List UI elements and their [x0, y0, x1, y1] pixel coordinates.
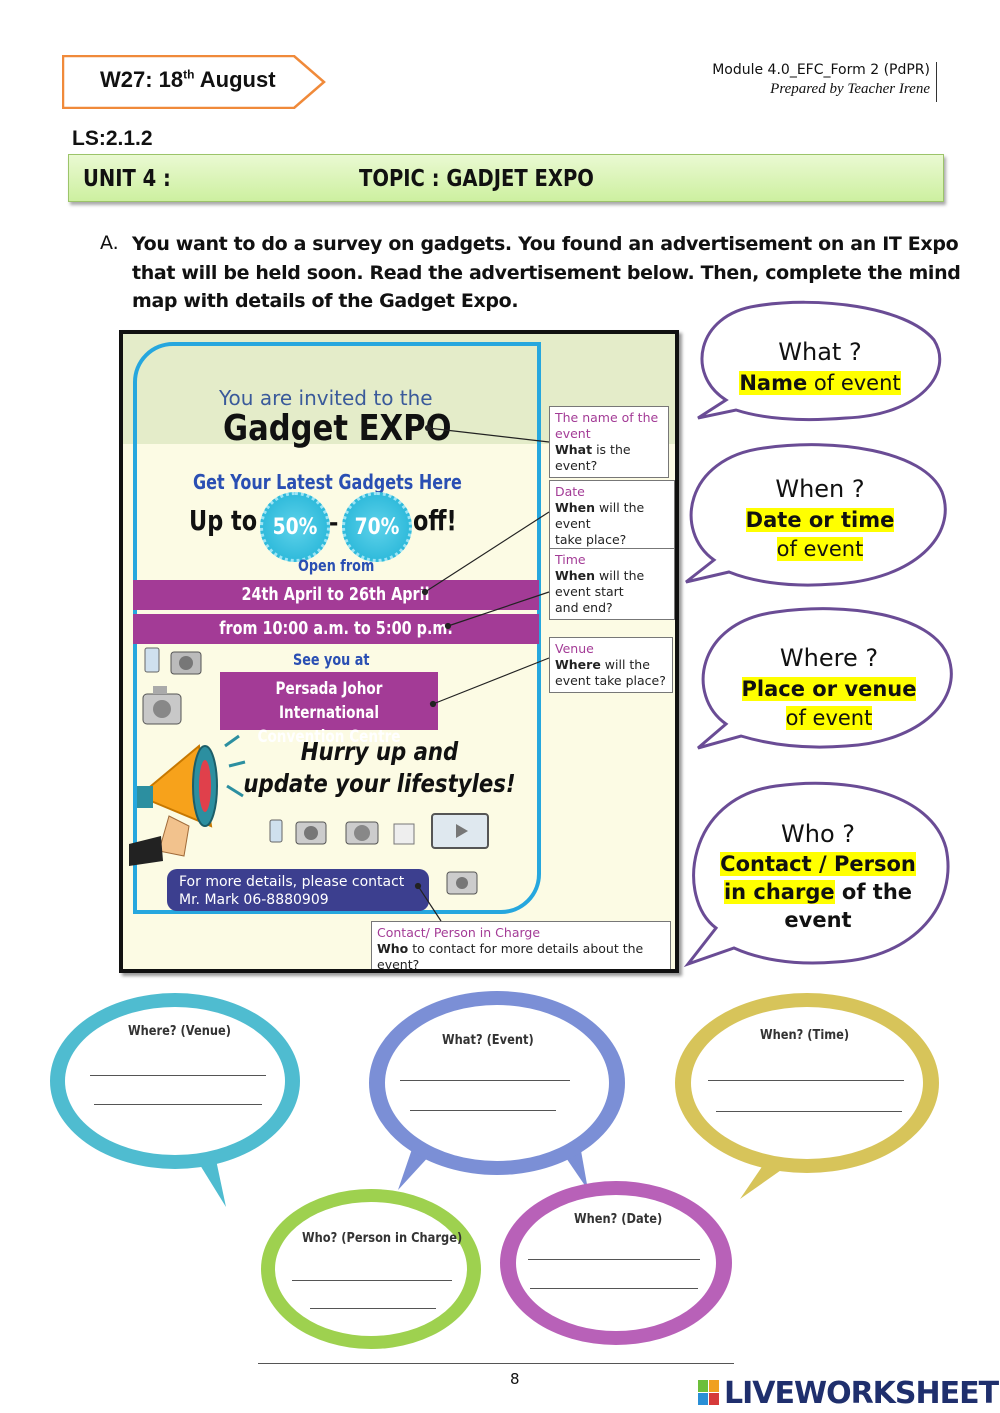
instruction-text: You want to do a survey on gadgets. You … — [132, 233, 961, 312]
bubble-who: Who ? Contact / Person in charge of the … — [720, 820, 916, 932]
poster-open-from: Open from — [298, 556, 375, 575]
poster-see-you: See you at — [293, 650, 370, 669]
bubble-where: Where ? Place or venue of event — [741, 644, 917, 730]
module-info: Module 4.0_EFC_Form 2 (PdPR) Prepared by… — [712, 62, 930, 98]
label-event-name: The name of the event What is the event? — [549, 406, 669, 478]
discount-burst-50: 50% — [260, 492, 330, 562]
poster-invited: You are invited to the — [219, 386, 433, 410]
mindmap-when-time-label: When? (Time) — [760, 1028, 850, 1043]
poster-venue-box: Persada Johor International Convention C… — [220, 672, 438, 747]
mindmap-where-ring — [50, 993, 300, 1207]
poster-title: Gadget EXPO — [223, 408, 452, 449]
mindmap-what-line-2 — [410, 1110, 556, 1111]
megaphone-icon — [129, 734, 246, 866]
bubble-when: When ? Date or time of event — [745, 475, 895, 561]
liveworksheets-brand[interactable]: LIVEWORKSHEETS — [724, 1376, 1000, 1411]
module-name: Module 4.0_EFC_Form 2 (PdPR) — [712, 62, 930, 78]
poster-tagline: Get Your Latest Gadgets Here — [193, 470, 462, 494]
week-badge: W27: 18th August — [62, 55, 326, 109]
mindmap-what-label: What? (Event) — [442, 1033, 534, 1048]
mindmap-when-date-ring — [500, 1181, 732, 1345]
mindmap-when-time-line-2 — [716, 1111, 902, 1112]
mindmap-what-line-1 — [400, 1080, 570, 1081]
gadget-icons-row — [269, 813, 489, 849]
mindmap-when-date-line-1 — [528, 1259, 700, 1260]
liveworksheets-logo-icon — [698, 1380, 719, 1405]
mind-map-shapes — [50, 991, 939, 1349]
topic-label: TOPIC : GADJET EXPO — [359, 166, 594, 192]
poster-date-band: 24th April to 26th April — [133, 580, 539, 610]
poster-contact-box: For more details, please contact Mr. Mar… — [167, 869, 429, 911]
mindmap-who-label: Who? (Person in Charge) — [302, 1231, 463, 1246]
instruction-letter: A. — [100, 232, 119, 254]
poster-off: off! — [413, 504, 457, 537]
poster-up-to: Up to — [189, 504, 258, 537]
unit-label: UNIT 4 : — [83, 166, 171, 192]
week-label: W27: 18th August — [100, 67, 276, 92]
module-divider — [936, 62, 937, 102]
mindmap-when-time-ring — [675, 993, 939, 1199]
learning-standard: LS:2.1.2 — [72, 127, 153, 150]
week-arrow-shape — [62, 55, 326, 109]
gadget-icons-left — [142, 647, 202, 725]
label-contact: Contact/ Person in Charge Who to contact… — [371, 921, 671, 969]
mindmap-who-line-1 — [292, 1280, 452, 1281]
label-date: Date When will the event take place? — [549, 480, 675, 552]
prepared-by: Prepared by Teacher Irene — [770, 81, 930, 97]
pointer-lines — [414, 424, 550, 922]
mindmap-when-time-line-1 — [708, 1080, 904, 1081]
poster-dash: - — [329, 506, 339, 537]
mindmap-what-ring — [369, 991, 625, 1190]
mindmap-where-label: Where? (Venue) — [128, 1024, 232, 1039]
poster-hurry: Hurry up and update your lifestyles! — [243, 737, 516, 798]
footer-divider — [258, 1363, 734, 1364]
mindmap-who-line-2 — [310, 1308, 436, 1309]
label-time: Time When will the event start and end? — [549, 548, 675, 620]
mindmap-when-date-label: When? (Date) — [574, 1212, 663, 1227]
expo-poster: You are invited to the Gadget EXPO Get Y… — [119, 330, 679, 973]
bubble-what: What ? Name of event — [739, 338, 901, 395]
unit-banner: UNIT 4 : TOPIC : GADJET EXPO — [68, 154, 944, 202]
discount-burst-70: 70% — [342, 492, 412, 562]
mindmap-where-line-1 — [90, 1075, 266, 1076]
page-number: 8 — [510, 1370, 520, 1388]
poster-time-band: from 10:00 a.m. to 5:00 p.m. — [133, 614, 539, 644]
label-venue: Venue Where will the event take place? — [549, 637, 673, 693]
mindmap-who-ring — [261, 1189, 481, 1349]
mindmap-when-date-line-2 — [530, 1288, 698, 1289]
action-camera-icon — [446, 871, 478, 895]
mindmap-where-line-2 — [94, 1104, 262, 1105]
